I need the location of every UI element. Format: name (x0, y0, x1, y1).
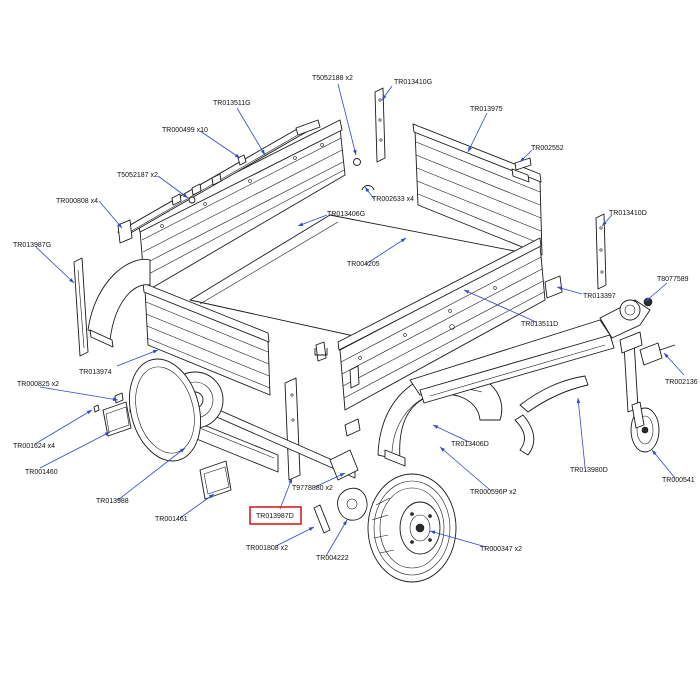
mudguard-left (87, 258, 151, 341)
leader-arrowhead (353, 149, 357, 155)
leader-arrowhead (652, 450, 657, 456)
part-labels: T5052188 x2 TR013410G TR013511G TR013975… (13, 75, 698, 562)
leader-arrowhead (182, 193, 188, 198)
label-tr004222: TR004222 (316, 555, 349, 562)
leader-arrowhead (308, 527, 314, 531)
leader-arrowhead (576, 398, 581, 404)
leader-arrowhead (400, 238, 406, 243)
leader-arrowhead (260, 149, 265, 155)
label-tr013511g: TR013511G (213, 100, 251, 107)
label-tr013406d: TR013406D (451, 441, 489, 448)
leader-arrowhead (112, 397, 118, 401)
tailgate (142, 282, 271, 396)
label-tr013987g: TR013987G (13, 242, 51, 249)
hub (337, 487, 368, 521)
label-tr002552: TR002552 (531, 145, 564, 152)
label-tr002136: TR002136 (665, 379, 698, 386)
leader-arrowhead (234, 153, 240, 158)
wheel-front (367, 473, 457, 583)
label-tr001624: TR001624 x4 (13, 443, 55, 450)
label-tr013975: TR013975 (470, 106, 503, 113)
leader-arrowhead (664, 353, 669, 358)
label-tr000808: TR000808 x4 (56, 198, 98, 205)
leader-arrowhead (382, 94, 387, 100)
corner-post-tr013410g (374, 87, 386, 163)
rear-light-right (199, 460, 232, 500)
label-tr000347: TR000347 x2 (480, 546, 522, 553)
leader-arrowhead (69, 278, 74, 283)
label-t9778880: T9778880 x2 (292, 485, 333, 492)
label-tr013987d: TR013987D (256, 513, 294, 520)
trailer-drawing (73, 87, 676, 583)
leader-arrowhead (298, 222, 304, 226)
leader-arrowhead (557, 286, 563, 291)
label-tr001461: TR001461 (155, 516, 188, 523)
label-tr001808: TR001808 x2 (246, 545, 288, 552)
label-tr013980d: TR013980D (570, 467, 608, 474)
rivet-strip-tr000499 (237, 154, 247, 166)
rear-light-left (102, 401, 132, 437)
label-tr004205: TR004205 (347, 261, 380, 268)
leader-arrowhead (86, 410, 92, 415)
leader-arrowhead (117, 223, 122, 228)
leader-arrowhead (365, 187, 370, 193)
label-t5052187: T5052187 x2 (117, 172, 158, 179)
label-tr013410d: TR013410D (609, 210, 647, 217)
rear-corner-post-right (284, 377, 301, 481)
label-t8077589: T8077589 (657, 276, 689, 283)
leader-arrowhead (152, 350, 158, 354)
label-tr013988: TR013988 (96, 498, 129, 505)
jockey-wheel (619, 331, 660, 453)
label-tr013406g: TR013406G (327, 211, 365, 218)
label-tr013410g: TR013410G (394, 79, 432, 86)
leader-lines (34, 83, 685, 557)
front-wall (412, 123, 543, 256)
leader-arrowhead (645, 297, 650, 302)
leader-arrowhead (440, 447, 445, 452)
coupling-head (599, 297, 653, 339)
label-tr013397: TR013397 (583, 293, 616, 300)
highlight-box-tr013987d (249, 506, 302, 525)
leader-arrowhead (179, 448, 185, 453)
label-tr000541: TR000541 (662, 477, 695, 484)
label-tr000596p: TR000596P x2 (470, 489, 517, 496)
leader-arrowhead (339, 473, 345, 477)
label-tr000825: TR000825 x2 (17, 381, 59, 388)
leader-arrowhead (433, 425, 439, 429)
bolt (313, 504, 331, 534)
jockey-clamp (639, 342, 663, 366)
wheel-left (129, 358, 201, 462)
leader-arrowhead (342, 520, 347, 526)
leader-arrowhead (520, 157, 525, 162)
right-side-wall (315, 237, 546, 411)
label-tr002633: TR002633 x4 (372, 196, 414, 203)
leader-arrowhead (288, 478, 292, 484)
leader-arrowhead (208, 494, 214, 499)
label-tr013974: TR013974 (79, 369, 112, 376)
leader-arrowhead (468, 146, 472, 152)
leader-arrowhead (602, 221, 607, 226)
axle-bracket (329, 449, 359, 481)
leader-arrowhead (104, 432, 110, 436)
label-tr001460: TR001460 (25, 469, 58, 476)
leader-arrowhead (430, 530, 436, 535)
label-t5052188: T5052188 x2 (312, 75, 353, 82)
label-tr000499: TR000499 x10 (162, 127, 208, 134)
label-tr013511d: TR013511D (521, 321, 558, 328)
leader-arrowhead (464, 290, 470, 294)
